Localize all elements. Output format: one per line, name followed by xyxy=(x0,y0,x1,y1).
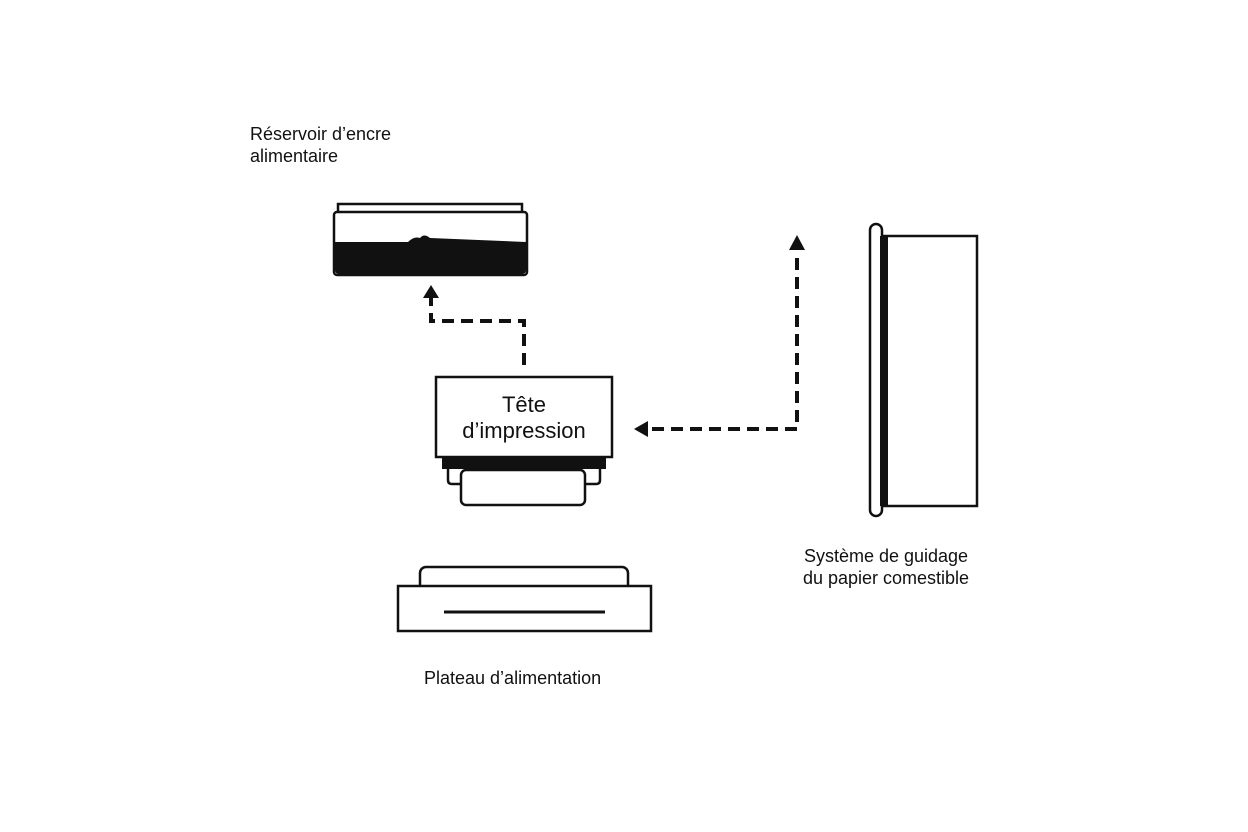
reservoir-ink-level xyxy=(335,235,526,274)
print-head-label-line2: d’impression xyxy=(462,418,586,444)
print-head-nozzle xyxy=(459,468,587,507)
paper-guide-edge xyxy=(880,236,888,506)
print-head-bar xyxy=(442,457,606,469)
feed-tray-base xyxy=(396,584,653,633)
connector-guide-to-head xyxy=(634,235,805,437)
ink-reservoir xyxy=(332,202,529,277)
arrowhead-left-icon xyxy=(634,421,648,437)
print-head-label: Tête d’impression xyxy=(437,392,611,445)
paper-guide xyxy=(868,222,979,518)
paper-guide-label: Système de guidage du papier comestible xyxy=(786,546,986,589)
feed-tray-label: Plateau d’alimentation xyxy=(424,668,602,688)
print-head-box xyxy=(434,375,614,459)
print-head xyxy=(434,375,614,507)
reservoir-label-line1: Réservoir d’encre xyxy=(250,124,392,144)
feed-tray xyxy=(396,565,653,633)
reservoir-label-line2: alimentaire xyxy=(250,145,339,166)
paper-guide-panel xyxy=(881,234,979,508)
paper-guide-label-line2: du papier comestible xyxy=(802,567,970,588)
paper-guide-label-line1: Système de guidage xyxy=(803,546,969,566)
reservoir-label: Réservoir d’encre alimentaire xyxy=(250,124,391,167)
arrowhead-up-icon xyxy=(423,285,439,298)
arrowhead-up-icon xyxy=(789,235,805,250)
connector-head-to-reservoir xyxy=(423,285,526,365)
print-head-label-line1: Tête xyxy=(501,392,547,417)
